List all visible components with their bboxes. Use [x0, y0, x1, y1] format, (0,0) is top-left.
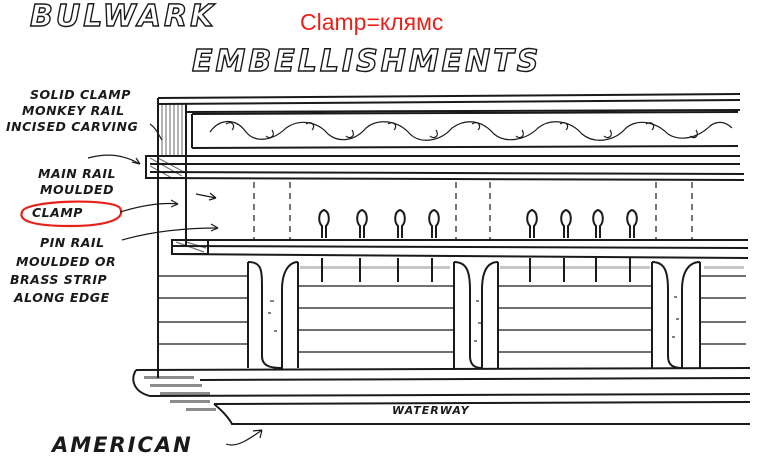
- clamp-highlight-ellipse: [20, 200, 123, 228]
- label-pin-rail: PIN RAIL: [40, 235, 105, 250]
- belaying-pins: [318, 208, 638, 238]
- pin-tails: [321, 258, 631, 282]
- title-line-1: BULWARK: [30, 0, 216, 34]
- label-brass-strip: BRASS STRIP: [10, 272, 107, 287]
- stanchions: [247, 261, 701, 370]
- label-moulded-or: MOULDED OR: [16, 254, 116, 269]
- label-solid-clamp: SOLID CLAMP: [30, 87, 131, 102]
- callout-labels: SOLID CLAMP MONKEY RAIL INCISED CARVING …: [6, 87, 138, 305]
- label-moulded: MOULDED: [40, 182, 114, 197]
- leader-lines: [87, 123, 219, 241]
- label-incised-carving: INCISED CARVING: [6, 119, 138, 134]
- stipple-shading: [268, 266, 744, 342]
- american-arrow: [225, 429, 263, 446]
- bulwark-structure: WATERWAY: [132, 93, 751, 425]
- planking: [158, 275, 746, 353]
- label-clamp: CLAMP: [32, 205, 83, 220]
- label-along-edge: ALONG EDGE: [13, 290, 110, 305]
- label-main-rail: MAIN RAIL: [38, 166, 116, 181]
- american-caption: AMERICAN: [50, 433, 193, 457]
- waterway-stipple: [144, 376, 216, 411]
- title-line-2: EMBELLISHMENTS: [192, 44, 541, 79]
- incised-carving-scrolls: [209, 120, 733, 141]
- russian-annotation: Clamp=клямс: [300, 9, 443, 35]
- waterway-label: WATERWAY: [392, 404, 470, 417]
- label-monkey-rail: MONKEY RAIL: [22, 103, 125, 118]
